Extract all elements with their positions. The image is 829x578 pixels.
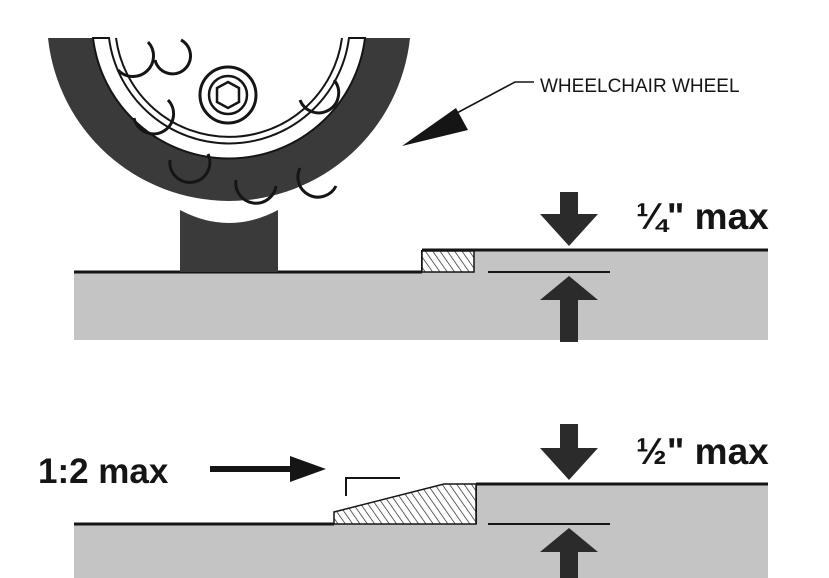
top-upper-ground [422,250,768,340]
wheelchair-wheel-label: WHEELCHAIR WHEEL [540,76,740,97]
bottom-lower-ground [74,524,476,578]
top-lower-ground [74,272,422,340]
bottom-level-change-diagram [74,424,768,578]
bottom-max-height-label: ½" max [636,431,769,472]
bottom-up-arrow [540,528,598,578]
top-edge-block [421,250,475,273]
slope-ratio-label: 1:2 max [38,452,169,491]
wheelchair-wheel-icon [48,37,410,272]
slope-bracket [345,477,400,496]
top-max-height-label: ¼" max [636,196,769,237]
top-down-arrow [540,192,598,246]
bottom-down-arrow [540,424,598,480]
top-level-change-diagram [48,37,768,342]
wheel-leader-arrow [402,81,534,146]
bottom-bevel-wedge [333,483,477,525]
bottom-upper-ground [476,484,768,578]
slope-arrow [210,456,326,482]
top-up-arrow [540,276,598,342]
